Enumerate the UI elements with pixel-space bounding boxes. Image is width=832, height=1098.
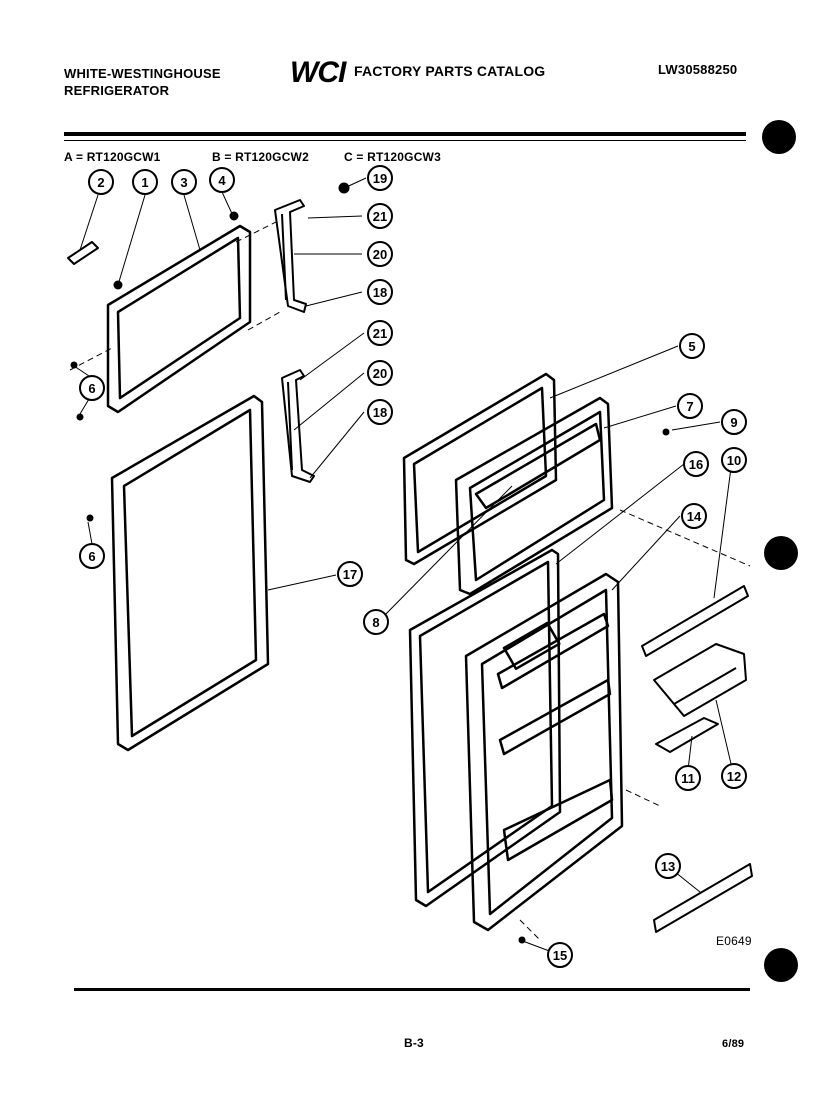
svg-text:18: 18 [373, 285, 387, 300]
svg-text:20: 20 [373, 366, 387, 381]
callout-17: 17 [337, 561, 363, 587]
callout-13: 13 [655, 853, 681, 879]
callout-4: 4 [209, 167, 235, 193]
leader-lines [69, 177, 751, 953]
bottom-shelf [653, 863, 753, 933]
svg-text:21: 21 [373, 209, 387, 224]
screws [70, 182, 670, 944]
svg-text:13: 13 [661, 859, 675, 874]
wci-logo: WCI [290, 56, 346, 89]
svg-text:10: 10 [727, 453, 741, 468]
shelf-bar [641, 585, 749, 657]
model-a: A = RT120GCW1 [64, 150, 161, 164]
callout-12: 12 [721, 763, 747, 789]
header-rule-thin [64, 140, 746, 141]
svg-text:8: 8 [372, 615, 379, 630]
svg-text:20: 20 [373, 247, 387, 262]
svg-text:3: 3 [180, 175, 187, 190]
callout-1: 1 [132, 169, 158, 195]
fresh-food-gasket [110, 394, 270, 752]
callout-19a: 19 [367, 165, 393, 191]
fresh-food-handle [281, 369, 315, 483]
svg-text:18: 18 [373, 405, 387, 420]
callouts: 2 1 3 4 19 21 20 18 21 20 18 6 6 5 7 9 1… [79, 165, 747, 968]
catalog-number: LW30588250 [658, 62, 738, 77]
egg-tray [655, 717, 719, 753]
catalog-date: 6/89 [722, 1038, 745, 1050]
svg-text:11: 11 [681, 771, 695, 786]
binder-hole-bottom [764, 948, 798, 982]
brand-line-2: REFRIGERATOR [64, 83, 170, 98]
callout-20b: 20 [367, 360, 393, 386]
callout-16: 16 [683, 451, 709, 477]
page-number: B-3 [404, 1036, 424, 1050]
callout-3: 3 [171, 169, 197, 195]
butter-compartment [653, 643, 747, 717]
freezer-handle [274, 199, 307, 313]
freezer-liner [402, 372, 614, 596]
drawing-code: E0649 [716, 934, 752, 948]
freezer-door-gasket [106, 224, 252, 414]
svg-text:6: 6 [88, 381, 95, 396]
callout-14: 14 [681, 503, 707, 529]
callout-21b: 21 [367, 320, 393, 346]
svg-text:2: 2 [97, 175, 104, 190]
svg-text:14: 14 [687, 509, 702, 524]
callout-9: 9 [721, 409, 747, 435]
brand-line-1: WHITE-WESTINGHOUSE [64, 66, 221, 81]
callout-20a: 20 [367, 241, 393, 267]
svg-text:15: 15 [553, 948, 567, 963]
svg-text:16: 16 [689, 457, 703, 472]
header-rule-thick [64, 132, 746, 136]
callout-5: 5 [679, 333, 705, 359]
callout-18b: 18 [367, 399, 393, 425]
callout-11: 11 [675, 765, 701, 791]
svg-text:7: 7 [686, 399, 693, 414]
callout-18a: 18 [367, 279, 393, 305]
callout-10: 10 [721, 447, 747, 473]
catalog-title: FACTORY PARTS CATALOG [354, 63, 546, 79]
svg-text:12: 12 [727, 769, 741, 784]
svg-text:6: 6 [88, 549, 95, 564]
svg-text:21: 21 [373, 326, 387, 341]
callout-8: 8 [363, 609, 389, 635]
model-c: C = RT120GCW3 [344, 150, 441, 164]
svg-text:5: 5 [688, 339, 695, 354]
handle-trim [67, 241, 99, 265]
svg-text:9: 9 [730, 415, 737, 430]
svg-text:1: 1 [141, 175, 148, 190]
callout-7: 7 [677, 393, 703, 419]
fresh-food-door-liner [464, 572, 624, 932]
callout-6a: 6 [79, 375, 105, 401]
footer-rule [74, 988, 750, 991]
callout-21a: 21 [367, 203, 393, 229]
binder-hole-top [762, 120, 796, 154]
model-b: B = RT120GCW2 [212, 150, 309, 164]
callout-6b: 6 [79, 543, 105, 569]
svg-text:17: 17 [343, 567, 357, 582]
svg-text:4: 4 [218, 173, 226, 188]
svg-text:19: 19 [373, 171, 387, 186]
callout-15: 15 [547, 942, 573, 968]
binder-hole-middle [764, 536, 798, 570]
callout-2: 2 [88, 169, 114, 195]
